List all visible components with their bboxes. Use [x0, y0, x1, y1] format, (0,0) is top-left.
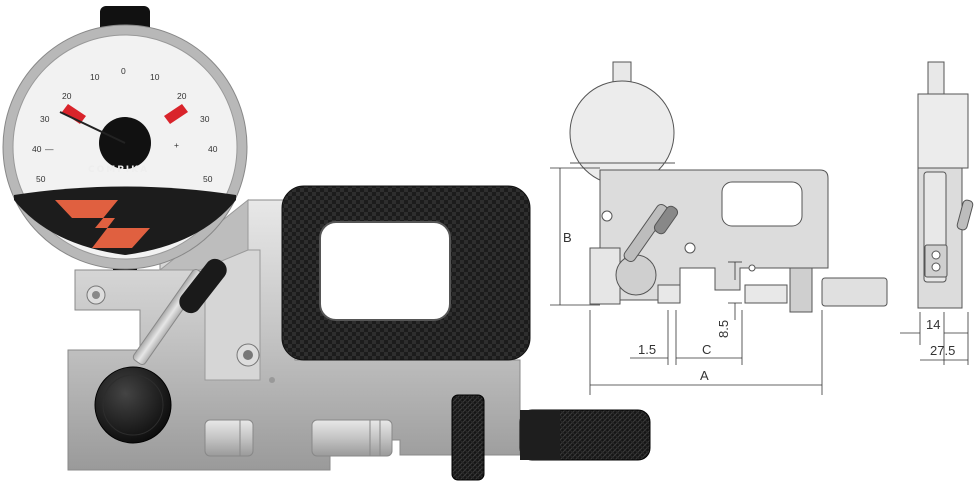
tolerance-marker-right — [164, 104, 188, 124]
tolerance-marker-left — [62, 104, 86, 124]
side-dimension-lines — [900, 312, 969, 365]
dial-number: 50 — [203, 174, 213, 184]
dimension-label-b: B — [563, 230, 572, 245]
dimension-lines — [550, 167, 823, 395]
gauge-photo: — + COMPIKA 0 10 10 20 20 30 30 40 40 50… — [2, 6, 651, 481]
dimension-label-8-5: 8.5 — [716, 320, 731, 338]
dial-number: 30 — [40, 114, 50, 124]
red-k-logo — [55, 200, 150, 248]
drawing-dial — [569, 80, 675, 186]
carbon-plate-window — [319, 221, 451, 321]
dial-indicator: — + COMPIKA 0 10 10 20 20 30 30 40 40 50… — [2, 6, 248, 270]
dial-number: 40 — [32, 144, 42, 154]
dial-number: 40 — [208, 144, 218, 154]
fixed-anvil — [204, 419, 254, 457]
technical-drawing-front — [569, 61, 888, 313]
dial-number: 50 — [36, 174, 46, 184]
dial-number: 30 — [200, 114, 210, 124]
dial-brand: COMPIKA — [88, 165, 149, 175]
dimension-label-27-5: 27.5 — [930, 343, 955, 358]
dial-number: 20 — [177, 91, 187, 101]
svg-text:—: — — [45, 144, 54, 154]
svg-text:+: + — [174, 140, 179, 150]
dial-needle — [59, 111, 126, 144]
lock-ring[interactable] — [451, 394, 485, 481]
lift-lever[interactable] — [132, 255, 231, 366]
drawing-knob — [615, 254, 657, 296]
movable-spindle — [311, 419, 393, 457]
clamp-knob[interactable] — [94, 366, 172, 444]
dimension-label-1-5: 1.5 — [638, 342, 656, 357]
dimension-label-c: C — [702, 342, 711, 357]
technical-drawing-side — [917, 61, 974, 309]
dial-number: 10 — [90, 72, 100, 82]
dimension-label-14: 14 — [926, 317, 940, 332]
dial-number: 20 — [62, 91, 72, 101]
dimension-label-a: A — [700, 368, 709, 383]
dial-number: 0 — [121, 66, 126, 76]
dial-number: 10 — [150, 72, 160, 82]
